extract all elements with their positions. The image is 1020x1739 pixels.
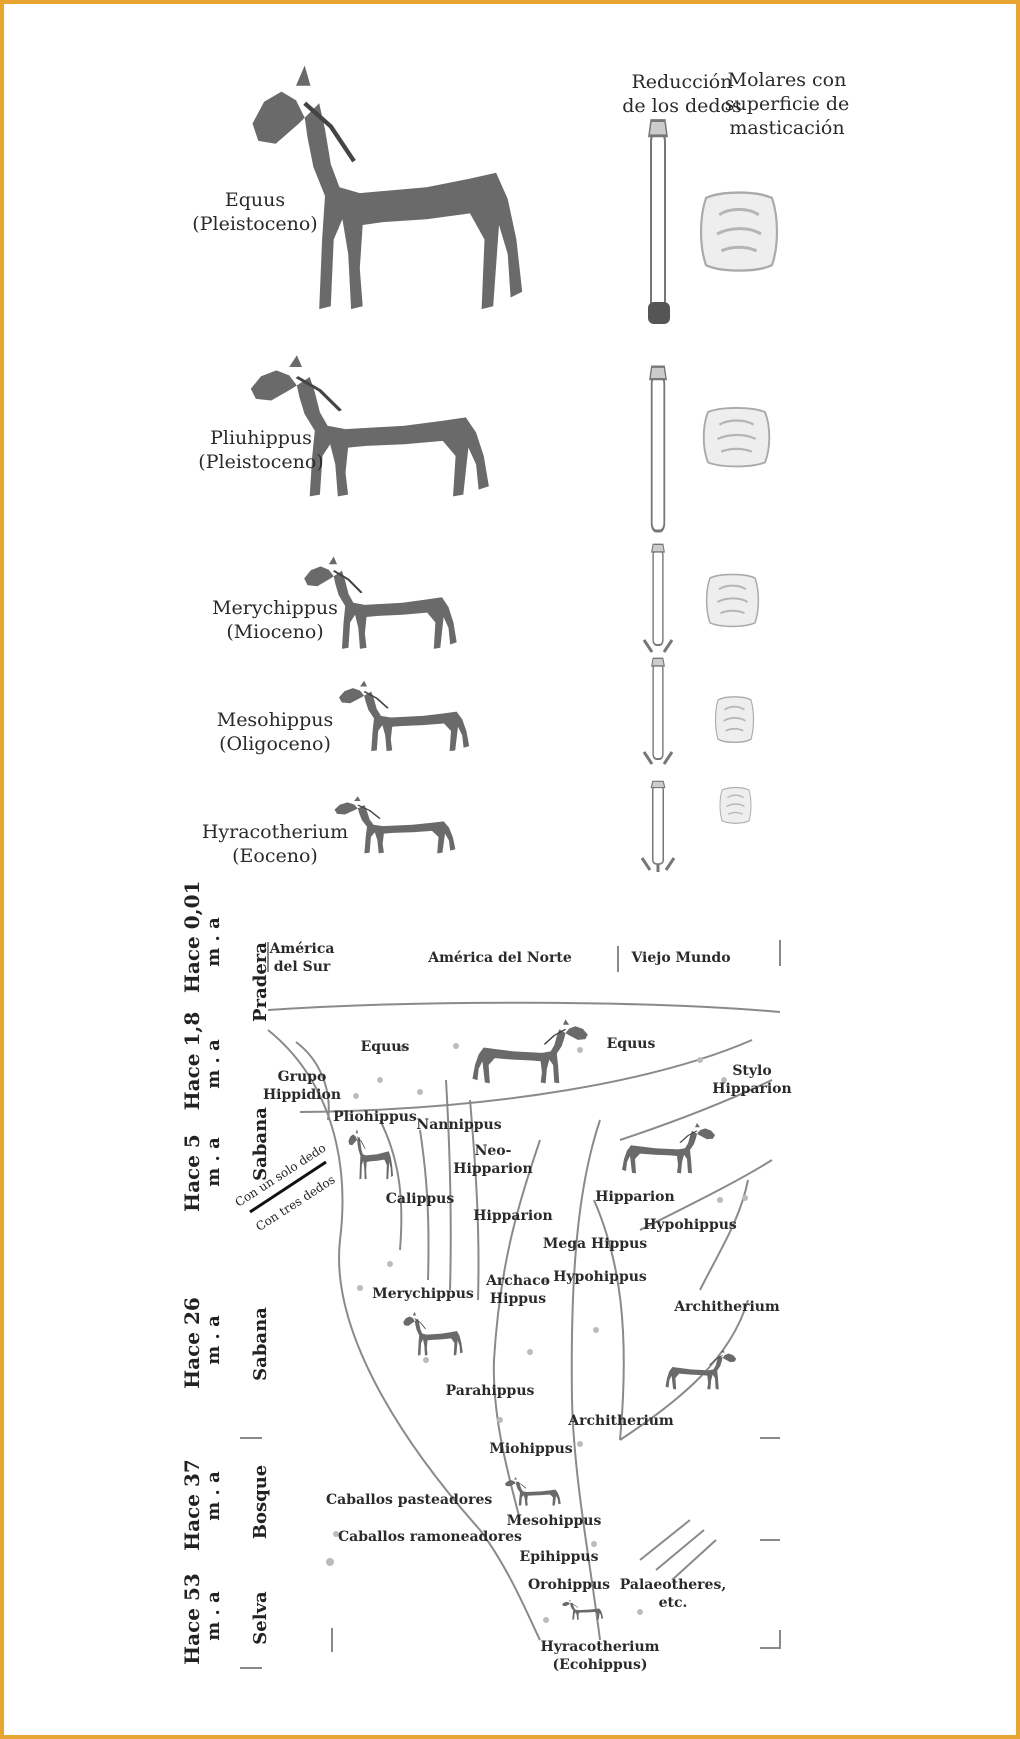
tree-equus-left: Equus: [350, 1038, 420, 1056]
timeline-unit-6: m . a: [202, 1576, 226, 1656]
tree-mega-hippus: Mega Hippus: [540, 1235, 650, 1253]
tree-archaco-hippus: ArchacoHippus: [478, 1272, 558, 1308]
stage-mesohippus-label: Mesohippus(Oligoceno): [200, 708, 350, 756]
timeline-habitat-6: Selva: [249, 1573, 273, 1663]
tree-hypohippus-right: Hypohippus: [640, 1216, 740, 1234]
region-old-world: Viejo Mundo: [626, 949, 736, 967]
equus-molar: [701, 193, 777, 271]
stage-equus-label: Equus(Pleistoceno): [180, 188, 330, 236]
tree-architherium-low: Architherium: [566, 1412, 676, 1430]
tree-neo-hipparion: Neo-Hipparion: [448, 1142, 538, 1178]
tree-epihippus: Epihippus: [514, 1548, 604, 1566]
timeline-habitat-4: Sabana: [249, 1299, 273, 1389]
region-south-america: Américadel Sur: [262, 940, 342, 976]
merychippus-molar: [707, 574, 759, 626]
tree-mesohippus: Mesohippus: [504, 1512, 604, 1530]
tree-merychippus-horse: [403, 1312, 463, 1356]
stage-pliuhippus-label: Pliuhippus(Pleistoceno): [186, 426, 336, 474]
timeline-unit-2: m . a: [202, 1024, 226, 1104]
mesohippus-foot: [652, 658, 665, 759]
timeline-unit-1: m . a: [202, 902, 226, 982]
tree-architherium-horse: [666, 1349, 737, 1389]
tree-equus-right: Equus: [596, 1035, 666, 1053]
equus-foot: [649, 121, 667, 322]
tree-hippidion: GrupoHippidion: [262, 1068, 342, 1104]
pliuhippus-foot: [650, 367, 666, 531]
tree-merychippus: Merychippus: [368, 1285, 478, 1303]
timeline-habitat-5: Bosque: [249, 1457, 273, 1547]
molars-header: Molares consuperficie demasticación: [722, 68, 852, 140]
timeline-unit-4: m . a: [202, 1300, 226, 1380]
tree-stylo-hipparion: StyloHipparion: [712, 1062, 792, 1098]
tree-caballos-ramoneadores: Caballos ramoneadores: [338, 1528, 518, 1546]
mesohippus-molar: [716, 697, 754, 743]
region-north-america: América del Norte: [400, 949, 600, 967]
tree-hipparion-horse: [622, 1123, 715, 1173]
tree-hypohippus-mid: Hypohippus: [550, 1268, 650, 1286]
stage-hyracotherium-label: Hyracotherium(Eoceno): [190, 820, 360, 868]
timeline-unit-3: m . a: [202, 1122, 226, 1202]
tree-hipparion-mid: Hipparion: [468, 1207, 558, 1225]
tree-hyracotherium: Hyracotherium(Ecohippus): [530, 1638, 670, 1674]
tree-hipparion-right: Hipparion: [590, 1188, 680, 1206]
tree-architherium-right: Architherium: [672, 1298, 782, 1316]
tree-orohippus: Orohippus: [524, 1576, 614, 1594]
tree-calippus: Calippus: [380, 1190, 460, 1208]
tree-pliohippus: Pliohippus: [330, 1108, 420, 1126]
hyracotherium-molar: [720, 788, 751, 824]
tree-caballos-pasteadores: Caballos pasteadores: [326, 1491, 486, 1509]
stage-merychippus-label: Merychippus(Mioceno): [200, 596, 350, 644]
tree-palaeotheres: Palaeotheres,etc.: [618, 1576, 728, 1612]
hyracotherium-foot: [651, 781, 665, 864]
tree-parahippus: Parahippus: [440, 1382, 540, 1400]
tree-miohippus: Miohippus: [486, 1440, 576, 1458]
merychippus-foot: [652, 544, 665, 645]
tree-nannippus: Nannippus: [414, 1116, 504, 1134]
pliuhippus-molar: [704, 408, 770, 467]
tree-equus-horse: [472, 1019, 587, 1083]
timeline-unit-5: m . a: [202, 1456, 226, 1536]
mesohippus-illustration: [339, 681, 469, 752]
